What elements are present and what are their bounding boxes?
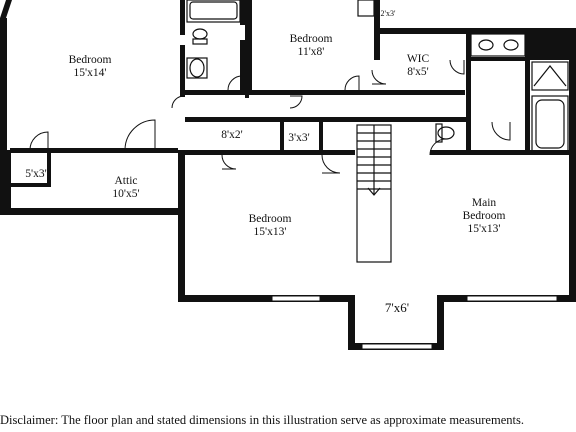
bedroom-center-name: Bedroom xyxy=(249,213,292,225)
bedroom-nw-name: Bedroom xyxy=(69,54,112,66)
main-bedroom-line1: Main xyxy=(472,197,497,209)
nook-dims: 7'x6' xyxy=(385,300,409,315)
main-bedroom-dims: 15'x13' xyxy=(468,223,501,235)
bedroom-nw-dims: 15'x14' xyxy=(74,67,107,79)
closet-5x3-dims: 5'x3' xyxy=(25,168,46,180)
closet-small-dims: 2'x3' xyxy=(381,9,396,18)
wic-name: WIC xyxy=(407,53,430,65)
main-bedroom-line2: Bedroom xyxy=(463,210,506,222)
bedroom-n-dims: 11'x8' xyxy=(298,46,325,58)
attic-name: Attic xyxy=(115,175,138,187)
bathroom-fixtures xyxy=(186,0,569,153)
bedroom-n-name: Bedroom xyxy=(290,33,333,45)
windows xyxy=(271,295,558,350)
wic-dims: 8'x5' xyxy=(407,66,428,78)
walls xyxy=(0,0,576,350)
doors xyxy=(29,59,511,174)
bedroom-center-dims: 15'x13' xyxy=(254,226,287,238)
room-labels: Bedroom 15'x14' Bedroom 11'x8' 2'x3' WIC… xyxy=(25,9,505,315)
closet-8x2-dims: 8'x2' xyxy=(221,129,242,141)
attic-dims: 10'x5' xyxy=(112,188,139,200)
disclaimer-text: Disclaimer: The floor plan and stated di… xyxy=(0,413,524,427)
stairs xyxy=(356,124,392,263)
closet-3x3-dims: 3'x3' xyxy=(288,132,309,144)
